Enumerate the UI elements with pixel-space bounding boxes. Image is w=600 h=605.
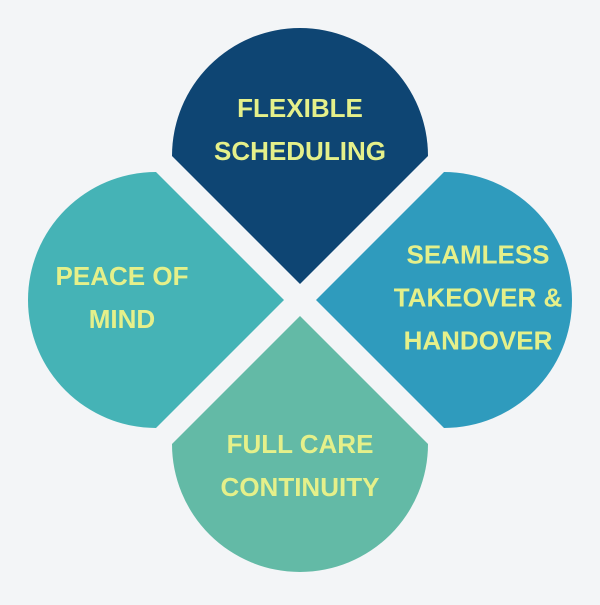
petal-label-line: CONTINUITY: [220, 472, 380, 502]
petal-label-line: FLEXIBLE: [237, 93, 363, 123]
petal-bottom-full-care: [172, 316, 428, 572]
petal-label-top: FLEXIBLE SCHEDULING: [214, 87, 386, 173]
petal-label-right: SEAMLESS TAKEOVER & HANDOVER: [394, 234, 563, 363]
petal-label-line: SEAMLESS: [406, 239, 550, 270]
petal-right-seamless-takeover: [316, 172, 572, 428]
petal-label-left: PEACE OF MIND: [56, 255, 189, 341]
petal-label-line: TAKEOVER &: [393, 282, 563, 313]
petal-label-line: SCHEDULING: [214, 136, 386, 166]
petal-left-peace-of-mind: [28, 172, 284, 428]
petal-top-flexible-scheduling: [172, 28, 428, 284]
petal-label-line: MIND: [88, 304, 156, 334]
petal-label-line: FULL CARE: [226, 429, 374, 459]
petal-label-line: PEACE OF: [55, 261, 189, 291]
petal-label-line: HANDOVER: [403, 325, 553, 356]
petal-label-bottom: FULL CARE CONTINUITY: [221, 423, 380, 509]
